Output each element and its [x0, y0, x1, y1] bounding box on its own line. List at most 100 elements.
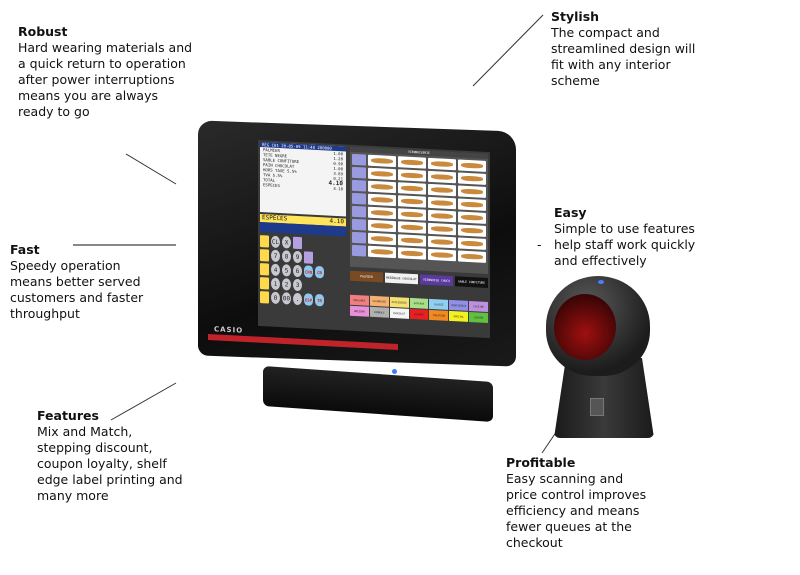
product-tile — [368, 167, 396, 181]
category-key: FORMULE — [369, 306, 389, 318]
callout-title: Profitable — [506, 455, 576, 470]
category-key: BOULANGE — [350, 294, 369, 306]
category-key: GLACES — [429, 298, 449, 310]
product-key: PALMIER — [350, 270, 383, 283]
product-tile — [398, 182, 426, 195]
product-tile — [458, 211, 486, 224]
grid-nav-key — [352, 205, 366, 218]
key-multiply: X — [282, 236, 291, 249]
product-tile — [398, 208, 426, 221]
key-digit: 4 — [271, 263, 280, 277]
callout-line: fit with any interior — [551, 57, 671, 72]
product-tile — [428, 170, 456, 184]
callout-line: stepping discount, — [37, 440, 153, 455]
product-tile — [458, 198, 486, 211]
category-key: PATISSERIE — [389, 296, 409, 308]
product-tile — [428, 248, 456, 262]
product-key: SABLE CONFITURE — [455, 276, 488, 288]
grid-nav-key — [352, 192, 366, 205]
key-digit: 5 — [282, 264, 291, 277]
key-cash: ESP — [304, 293, 313, 306]
key-digit: 8 — [282, 250, 291, 263]
callout-title: Fast — [10, 242, 40, 257]
product-tile — [398, 221, 426, 234]
callout-line: scheme — [551, 73, 600, 88]
product-tile — [368, 180, 396, 194]
callout-title: Features — [37, 408, 99, 423]
grid-nav-key — [352, 244, 366, 257]
callout-line: customers and faster — [10, 290, 144, 305]
category-key: GATEAUX — [409, 297, 429, 309]
category-key: CHOCOLAT — [389, 307, 409, 319]
key-cheque: CHQ — [304, 265, 313, 278]
callout-line: a quick return to operation — [18, 56, 186, 71]
function-key — [293, 236, 302, 250]
function-key — [260, 263, 269, 276]
category-key: BOISSON — [350, 305, 369, 317]
key-voucher: TR — [315, 293, 324, 307]
callout-features: Features Mix and Match, stepping discoun… — [37, 408, 183, 504]
bullet-dash: - — [537, 237, 542, 252]
callout-line: efficiency and means — [506, 503, 640, 518]
grid-nav-key — [352, 153, 366, 166]
callout-line: Speedy operation — [10, 258, 121, 273]
key-digit: 6 — [293, 264, 302, 278]
product-tile — [428, 196, 456, 210]
function-key — [304, 251, 313, 264]
function-key — [260, 235, 269, 248]
product-grid: VIENNOISERIE — [350, 146, 488, 274]
callout-line: Easy scanning and — [506, 471, 624, 486]
callout-easy: Easy Simple to use features help staff w… — [554, 205, 695, 269]
product-tile — [398, 156, 426, 169]
product-tile — [368, 193, 396, 207]
product-tile — [458, 250, 486, 263]
product-tile — [458, 159, 486, 172]
callout-line: and effectively — [554, 253, 647, 268]
key-digit: 9 — [293, 250, 302, 264]
callout-line: fewer queues at the — [506, 519, 632, 534]
key-decimal: . — [293, 292, 302, 306]
summary-value: 4.10 — [333, 185, 343, 192]
product-tile — [458, 172, 486, 185]
category-key: DIVERS — [469, 311, 488, 323]
key-clear: CL — [271, 235, 280, 249]
callout-line: means better served — [10, 274, 141, 289]
product-tile — [398, 195, 426, 208]
callout-line: ready to go — [18, 104, 90, 119]
callout-robust: Robust Hard wearing materials and a quic… — [18, 24, 192, 120]
callout-fast: Fast Speedy operation means better serve… — [10, 242, 143, 322]
leader-robust — [125, 153, 177, 185]
product-cells — [350, 152, 488, 265]
product-tile — [428, 209, 456, 223]
category-key: VIENNOISE — [369, 295, 389, 307]
callout-line: checkout — [506, 535, 563, 550]
category-key: TRAITEUR — [429, 309, 449, 321]
callout-title: Robust — [18, 24, 68, 39]
product-tile — [368, 206, 396, 220]
key-digit: 2 — [282, 278, 291, 291]
callout-line: Mix and Match, — [37, 424, 133, 439]
product-key: VIENNOISE CHOCO — [420, 274, 453, 287]
category-key: CUISINE — [469, 300, 488, 312]
callout-line: help staff work quickly — [554, 237, 696, 252]
barcode-scanner-image — [540, 268, 660, 448]
function-key — [260, 291, 269, 304]
callout-title: Stylish — [551, 9, 600, 24]
category-key: CONFISERIE — [449, 299, 469, 311]
key-digit: 0 — [271, 291, 280, 305]
grid-nav-key — [352, 231, 366, 244]
category-key: SPECIAL — [449, 310, 469, 322]
callout-stylish: Stylish The compact and streamlined desi… — [551, 9, 695, 89]
callout-line: throughput — [10, 306, 80, 321]
callout-line: streamlined design will — [551, 41, 696, 56]
key-card: CB — [315, 265, 324, 279]
product-tile — [368, 219, 396, 233]
product-tile — [398, 169, 426, 182]
scanner-port — [590, 398, 604, 416]
callout-profitable: Profitable Easy scanning and price contr… — [506, 455, 646, 551]
callout-title: Easy — [554, 205, 587, 220]
product-tile — [398, 247, 426, 260]
callout-line: edge label printing and — [37, 472, 183, 487]
